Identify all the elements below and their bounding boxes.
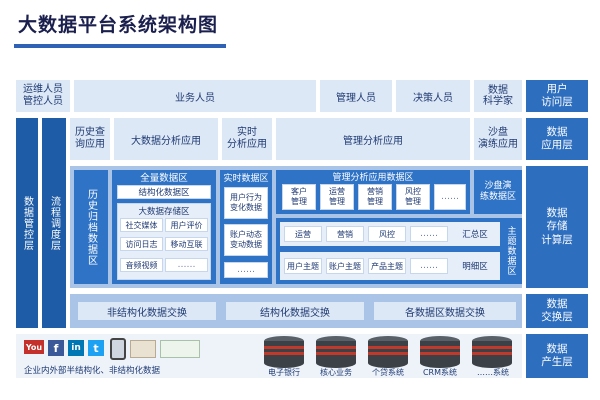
db-icon-3 <box>368 336 408 368</box>
history-archive-zone: 历史归档数据区 <box>74 170 108 284</box>
marketing-summary: 营销 <box>326 226 364 242</box>
risk-summary: 风控 <box>368 226 406 242</box>
data-scientist: 数据 科学家 <box>474 80 522 112</box>
customer-management: 客户 管理 <box>282 184 316 210</box>
history-query-app: 历史查 询应用 <box>70 118 110 160</box>
system-more: ……系统 <box>477 367 509 377</box>
facebook-icon: f <box>48 340 64 356</box>
twitter-icon: t <box>88 340 104 356</box>
data-management-column: 数据管控层 <box>16 118 38 328</box>
system-ebank: 电子银行 <box>268 367 300 377</box>
audio-video: 音频视频 <box>120 258 163 272</box>
mgmt-more: …… <box>434 184 466 210</box>
system-core: 核心业务 <box>320 367 352 377</box>
bigdata-storage-title: 大数据存储区 <box>138 206 190 217</box>
youtube-icon: You <box>24 340 44 354</box>
layer-user-access: 用户 访问层 <box>526 80 588 112</box>
layer-data-storage-compute: 数据 存储 计算层 <box>526 166 588 288</box>
mgmt-analysis-data-zone-title: 管理分析应用数据区 <box>332 173 414 183</box>
system-crm: CRM系统 <box>422 367 458 377</box>
bigdata-analysis-app: 大数据分析应用 <box>114 118 218 160</box>
system-personal-loan: 个贷系统 <box>372 367 404 377</box>
management-analysis-app: 管理分析应用 <box>276 118 470 160</box>
access-log: 访问日志 <box>120 237 163 251</box>
risk-management: 风控 管理 <box>396 184 430 210</box>
detail-zone-label: 明细区 <box>462 262 488 272</box>
layer-data-exchange: 数据 交换层 <box>526 294 588 328</box>
structured-data-zone: 结构化数据区 <box>117 185 211 199</box>
db-icon-5 <box>472 336 512 368</box>
zone-data-exchange: 各数据区数据交换 <box>374 302 516 320</box>
ops-summary: 运营 <box>284 226 322 242</box>
realtime-analysis-app: 实时 分析应用 <box>222 118 272 160</box>
document-icon <box>130 340 156 358</box>
phone-icon <box>110 338 126 360</box>
page-title: 大数据平台系统架构图 <box>18 14 219 36</box>
user-behavior-data: 用户行为 变化数据 <box>224 187 268 219</box>
summary-zone-label: 汇总区 <box>462 230 488 240</box>
structured-data-exchange: 结构化数据交换 <box>226 302 364 320</box>
sandbox-data-zone: 沙盘演 练数据区 <box>474 170 522 214</box>
decision-users: 决策人员 <box>396 80 470 112</box>
account-topic: 账户主题 <box>326 258 364 274</box>
sandbox-drill-app: 沙盘 演练应用 <box>474 118 522 160</box>
account-dynamic-data: 账户动态 变动数据 <box>224 224 268 256</box>
user-review: 用户评价 <box>165 218 208 232</box>
manager-users: 管理人员 <box>320 80 392 112</box>
full-data-zone-title: 全量数据区 <box>140 173 188 184</box>
realtime-more: …… <box>224 262 268 278</box>
summary-more: …… <box>410 226 448 242</box>
bigdata-more: …… <box>165 258 208 272</box>
ops-admin-users: 运维人员 管控人员 <box>16 80 70 112</box>
unstructured-data-exchange: 非结构化数据交换 <box>78 302 216 320</box>
social-media: 社交媒体 <box>120 218 163 232</box>
db-icon-4 <box>420 336 460 368</box>
business-users: 业务人员 <box>74 80 316 112</box>
layer-data-application: 数据 应用层 <box>526 118 588 160</box>
linkedin-icon: in <box>68 340 84 356</box>
topic-data-zone-label: 主题数据区 <box>505 226 516 276</box>
detail-more: …… <box>410 258 448 274</box>
db-icon-2 <box>316 336 356 368</box>
title-underline <box>14 44 226 48</box>
process-scheduling-column: 流程调度层 <box>42 118 66 328</box>
db-icon-1 <box>264 336 304 368</box>
layer-data-produce: 数据 产生层 <box>526 334 588 378</box>
realtime-data-zone-title: 实时数据区 <box>223 173 269 184</box>
semi-structured-data-label: 企业内外部半结构化、非结构化数据 <box>24 366 161 376</box>
mobile-internet: 移动互联 <box>165 237 208 251</box>
operations-management: 运营 管理 <box>320 184 354 210</box>
user-topic: 用户主题 <box>284 258 322 274</box>
source-systems <box>264 336 512 368</box>
marketing-management: 营销 管理 <box>358 184 392 210</box>
product-topic: 产品主题 <box>368 258 406 274</box>
chart-doc-icon <box>160 340 200 358</box>
